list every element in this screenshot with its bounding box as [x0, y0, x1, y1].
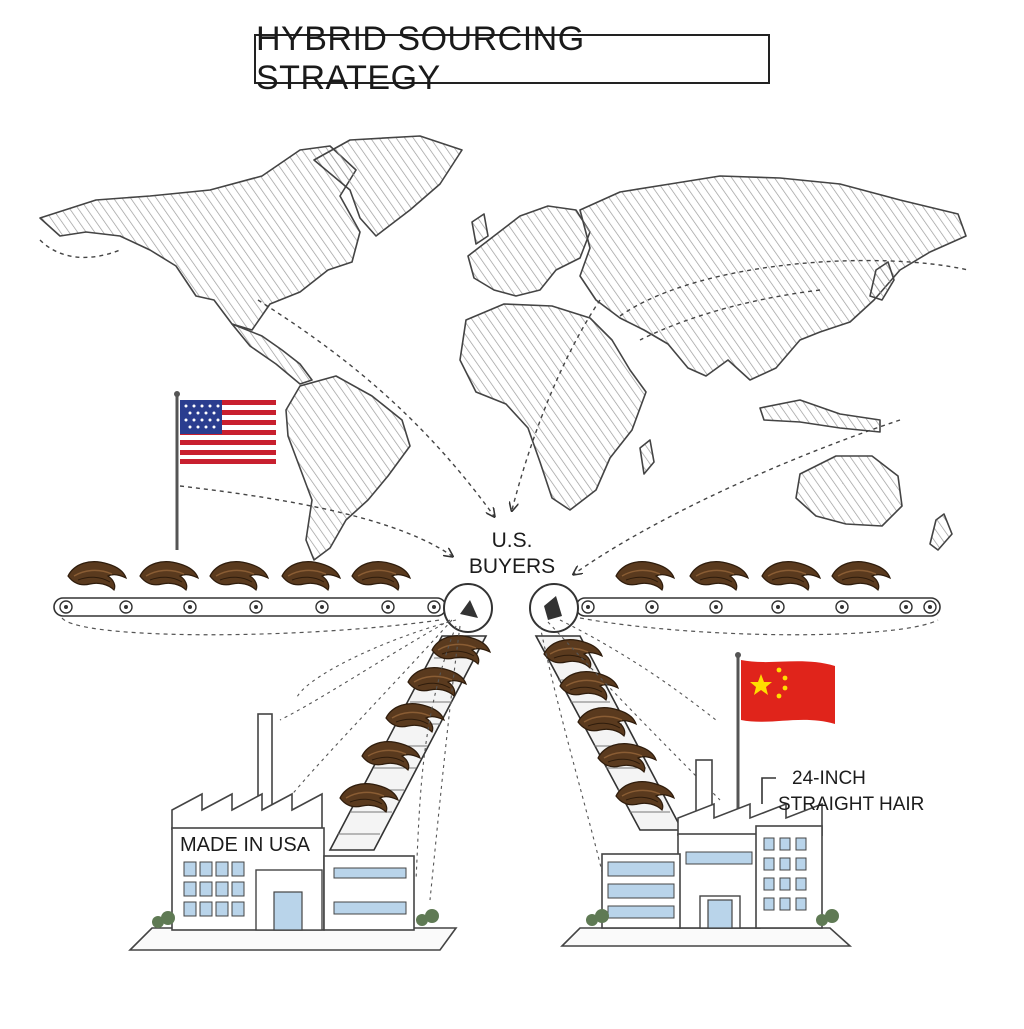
hair-bundle [139, 560, 199, 591]
route-arrows [39, 239, 969, 574]
left-ramp [328, 634, 491, 851]
central-america-shape [231, 323, 313, 385]
europe-shape [467, 205, 591, 297]
label-callout-line [761, 777, 776, 804]
left-conveyor-belt [53, 560, 447, 617]
page-title: HYBRID SOURCING STRATEGY [254, 20, 770, 97]
right-ramp [534, 635, 684, 831]
hub-label-line1: U.S. [491, 529, 533, 552]
hub-gear-left-icon [443, 583, 493, 633]
greenland-shape [313, 135, 463, 237]
hair-bundle [689, 560, 749, 591]
united-states-flag [174, 391, 276, 550]
africa-shape [459, 303, 647, 511]
indonesia-shape [759, 399, 881, 433]
hub-label: U.S. BUYERS [452, 528, 572, 580]
china-factory [560, 759, 853, 947]
uk-shape [471, 213, 489, 245]
usa-factory-label: MADE IN USA [180, 834, 311, 856]
new-zealand-shape [929, 513, 953, 551]
south-america-shape [285, 375, 411, 561]
hub-gear-right-icon [529, 583, 579, 633]
hair-bundle [209, 560, 269, 591]
china-flag [735, 652, 835, 820]
hair-bundle [67, 560, 127, 591]
product-label-line1: 24-INCH [792, 768, 866, 789]
product-label: 24-INCH STRAIGHT HAIR [778, 766, 924, 818]
hair-bundle [831, 560, 891, 591]
hair-bundle [281, 560, 341, 591]
world-map [39, 135, 967, 561]
hub-label-line2: BUYERS [468, 555, 556, 578]
japan-shape [869, 261, 895, 301]
madagascar-shape [639, 439, 655, 475]
north-america-shape [39, 145, 361, 331]
australia-shape [795, 455, 903, 527]
product-label-line2: STRAIGHT HAIR [778, 794, 925, 815]
belt-loops [61, 617, 939, 636]
hair-bundle [615, 560, 675, 591]
right-conveyor-belt [575, 560, 941, 617]
asia-shape [579, 175, 967, 381]
hair-bundle [351, 560, 411, 591]
usa-factory [128, 713, 458, 951]
hair-bundle [761, 560, 821, 591]
